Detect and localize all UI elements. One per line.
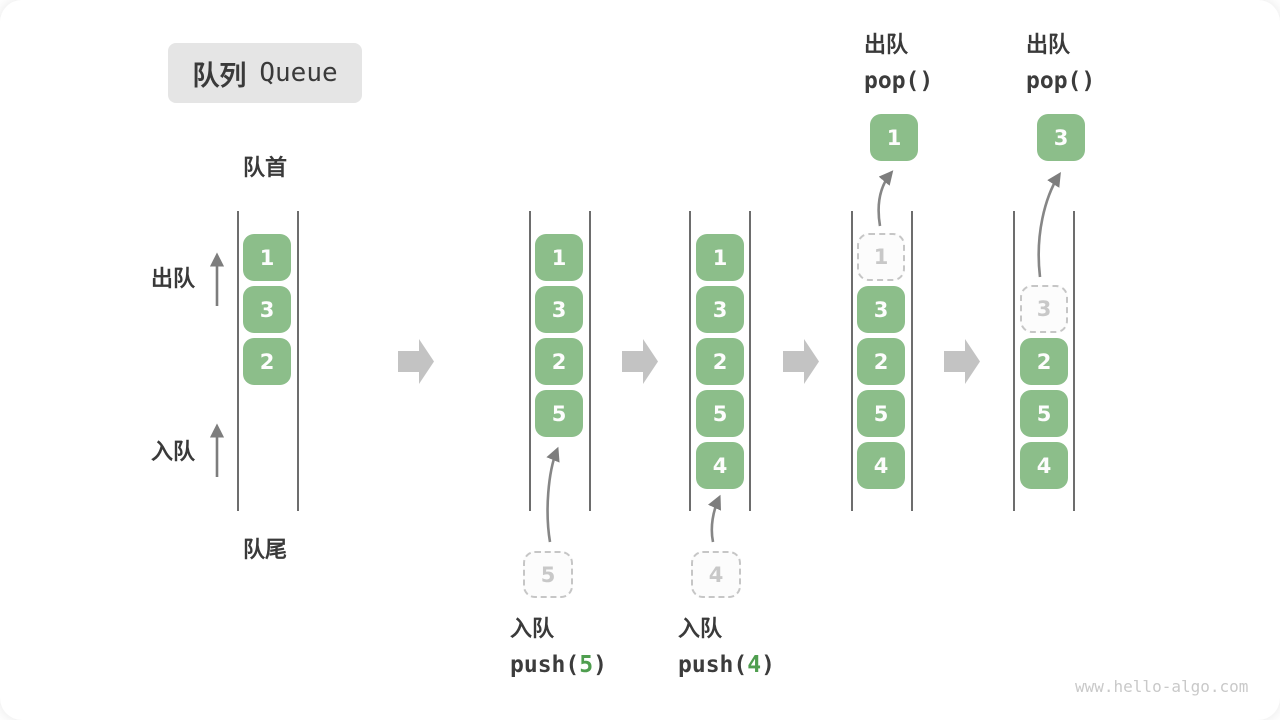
queue-element: 4 xyxy=(857,442,905,489)
label-queue-rear: 队尾 xyxy=(243,537,288,562)
column-2-right-wall xyxy=(588,211,591,511)
push-4-label-code: push(4) xyxy=(678,652,775,678)
code-fn: push( xyxy=(510,652,580,678)
title-zh: 队列 xyxy=(192,60,247,91)
queue-element: 2 xyxy=(1020,338,1068,385)
label-dequeue-side: 出队 xyxy=(151,266,196,291)
queue-element: 3 xyxy=(696,286,744,333)
queue-element: 1 xyxy=(696,234,744,281)
column-1-left-wall xyxy=(237,211,239,511)
queue-element: 3 xyxy=(243,286,291,333)
queue-element: 4 xyxy=(1020,442,1068,489)
push-5-label-zh: 入队 xyxy=(510,616,555,641)
queue-element: 1 xyxy=(535,234,583,281)
enqueue-arrow-icon xyxy=(708,494,722,543)
push-4-label-zh: 入队 xyxy=(678,616,723,641)
queue-element: 3 xyxy=(535,286,583,333)
queue-element: 5 xyxy=(696,390,744,437)
watermark: www.hello-algo.com xyxy=(1075,677,1249,696)
column-4-right-wall xyxy=(910,211,913,511)
step-arrow-icon xyxy=(622,339,658,384)
pop-1-label-zh: 出队 xyxy=(864,32,909,57)
step-arrow-icon xyxy=(944,339,980,384)
column-2-left-wall xyxy=(529,211,531,511)
step-arrow-icon xyxy=(398,339,434,384)
label-enqueue-side: 入队 xyxy=(151,439,196,464)
incoming-element-ghost: 4 xyxy=(691,551,741,598)
label-queue-front: 队首 xyxy=(243,155,288,180)
code-arg: 5 xyxy=(579,652,594,678)
title-en: Queue xyxy=(259,58,338,88)
queue-element: 2 xyxy=(696,338,744,385)
pop-2-label-code: pop() xyxy=(1026,68,1096,94)
push-5-label-code: push(5) xyxy=(510,652,607,678)
queue-element: 2 xyxy=(243,338,291,385)
dequeued-slot-ghost: 1 xyxy=(857,233,905,281)
popped-element: 3 xyxy=(1037,114,1085,161)
column-5-left-wall xyxy=(1013,211,1015,511)
queue-element: 4 xyxy=(696,442,744,489)
column-1-right-wall xyxy=(296,211,299,511)
enqueue-arrow-icon xyxy=(546,446,560,543)
pop-arrow-icon xyxy=(877,170,894,227)
column-5-right-wall xyxy=(1073,211,1075,511)
queue-element: 2 xyxy=(535,338,583,385)
pop-1-label-code: pop() xyxy=(864,68,934,94)
pop-2-label-zh: 出队 xyxy=(1026,32,1071,57)
dequeued-slot-ghost: 3 xyxy=(1020,285,1068,333)
queue-element: 1 xyxy=(243,234,291,281)
pop-2-label: 出队 pop() xyxy=(1026,32,1095,94)
pop-arrow-icon xyxy=(1037,171,1061,278)
queue-element: 5 xyxy=(1020,390,1068,437)
column-3-left-wall xyxy=(689,211,691,511)
pop-1-label: 出队 pop() xyxy=(864,32,933,94)
incoming-element-ghost: 5 xyxy=(523,551,573,598)
code-arg: 4 xyxy=(747,652,762,678)
code-fn: push( xyxy=(678,652,748,678)
column-3-right-wall xyxy=(748,211,751,511)
step-arrow-icon xyxy=(783,339,819,384)
queue-element: 3 xyxy=(857,286,905,333)
queue-element: 2 xyxy=(857,338,905,385)
queue-element: 5 xyxy=(857,390,905,437)
title-box: 队列 Queue xyxy=(168,43,362,103)
code-close: ) xyxy=(761,652,775,678)
column-4-left-wall xyxy=(851,211,853,511)
push-4-label: 入队 push(4) xyxy=(678,616,775,678)
push-5-label: 入队 push(5) xyxy=(510,616,607,678)
code-close: ) xyxy=(593,652,607,678)
popped-element: 1 xyxy=(870,114,918,161)
queue-element: 5 xyxy=(535,390,583,437)
